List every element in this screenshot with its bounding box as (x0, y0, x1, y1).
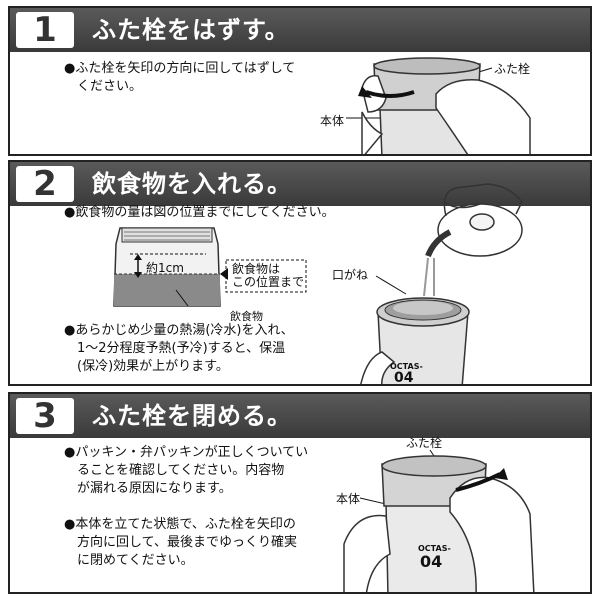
step1-body-label: 本体 (320, 114, 345, 128)
container-fill-diagram (113, 183, 523, 384)
food-label: 飲食物 (230, 310, 263, 323)
fill-measure-label: 約1cm (146, 261, 184, 275)
step2-instruction-preheat: ●あらかじめ少量の熱湯(冷水)を入れ、 1〜2分程度予熱(予冷)すると、保温 (… (64, 323, 294, 374)
step2-instruction-amount: ●飲食物の量は図の位置までにしてください。 (64, 205, 335, 220)
step3-panel: 3 ふた栓を閉める。 ●パッキン・弁パッキンが正しくついてい ることを確認してく… (8, 392, 592, 594)
step3-illustration (343, 449, 535, 592)
step2-panel: 2 飲食物を入れる。 ●飲食物の量は図の位置までにしてください。 (8, 160, 592, 386)
step3-body-label: 本体 (336, 492, 361, 506)
step3-header: 3 ふた栓を閉める。 (10, 394, 590, 438)
step3-brand: OCTAS- (418, 544, 451, 553)
fill-limit-label: 飲食物は この位置まで (232, 262, 305, 289)
step3-instruction-gasket: ●パッキン・弁パッキンが正しくついてい ることを確認してください。内容物 が漏れ… (64, 445, 309, 496)
step3-title: ふた栓を閉める。 (92, 402, 292, 430)
step1-title: ふた栓をはずす。 (92, 16, 290, 44)
step1-lid-label: ふた栓 (494, 62, 531, 76)
step1-number: 1 (16, 12, 74, 48)
step2-brand: OCTAS- (390, 362, 423, 371)
step3-lid-label: ふた栓 (406, 436, 443, 450)
step2-model: 04 (394, 370, 414, 386)
step3-model: 04 (420, 552, 443, 571)
step2-title: 飲食物を入れる。 (92, 170, 292, 198)
mouth-label: 口がね (332, 268, 369, 282)
step3-instruction-close: ●本体を立てた状態で、ふた栓を矢印の 方向に回して、最後までゆっくり確実 に閉め… (64, 517, 297, 568)
step1-panel: 1 ふた栓をはずす。 ●ふた栓を矢印の方向に回してはずして ください。 ふた栓 … (8, 6, 592, 156)
step1-header: 1 ふた栓をはずす。 (10, 8, 590, 52)
step2-number: 2 (16, 166, 74, 202)
step1-instruction: ●ふた栓を矢印の方向に回してはずして ください。 (64, 61, 296, 94)
step3-number: 3 (16, 398, 74, 434)
step1-illustration (346, 57, 531, 154)
